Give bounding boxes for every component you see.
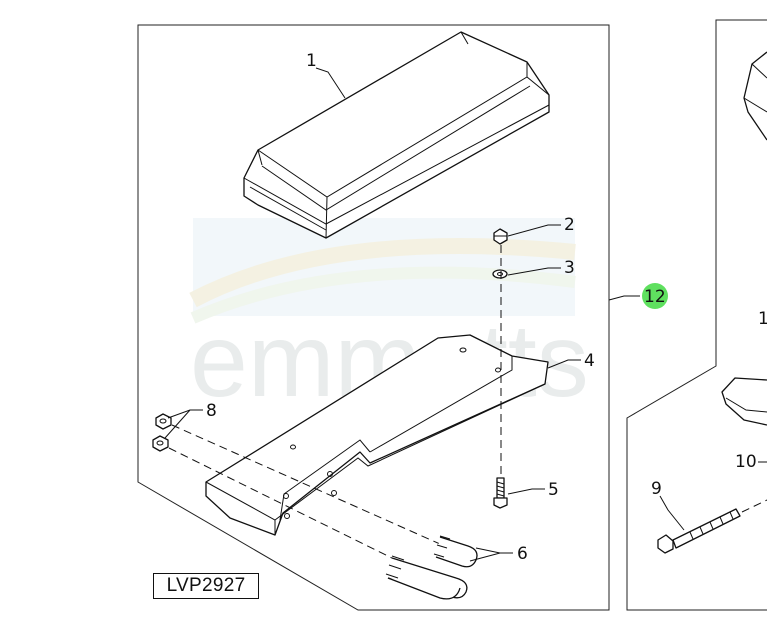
long-bolt bbox=[657, 508, 741, 554]
adjacent-bracket-partial bbox=[721, 377, 767, 426]
callout-3: 3 bbox=[564, 258, 575, 278]
watermark-logo bbox=[189, 218, 576, 324]
centerline-nut-lower bbox=[168, 447, 397, 561]
callout-8: 8 bbox=[206, 401, 217, 421]
flange-nuts bbox=[152, 413, 172, 452]
hex-nut bbox=[493, 228, 508, 245]
mounting-bracket bbox=[205, 334, 549, 536]
callout-5: 5 bbox=[548, 480, 559, 500]
adjacent-box-partial bbox=[743, 51, 767, 141]
washer bbox=[492, 269, 508, 279]
bolt bbox=[493, 477, 508, 509]
callout-12-highlight bbox=[642, 283, 668, 309]
callout-4: 4 bbox=[584, 351, 595, 371]
callout-10: 10 bbox=[735, 452, 757, 472]
centerline-long-bolt bbox=[741, 499, 767, 513]
callout-12[interactable]: 12 bbox=[644, 287, 666, 307]
leader-9 bbox=[659, 495, 685, 531]
callout-6: 6 bbox=[517, 544, 528, 564]
adjacent-panel-frame bbox=[626, 19, 767, 611]
u-bolts bbox=[385, 535, 478, 600]
leader-lines bbox=[164, 67, 640, 562]
callout-1-partial: 1 bbox=[758, 309, 767, 329]
figure-reference-code: LVP2927 bbox=[153, 573, 259, 599]
figure-reference-label: LVP2927 bbox=[166, 575, 246, 596]
centerline-nut-upper bbox=[171, 424, 441, 545]
callout-1: 1 bbox=[306, 51, 317, 71]
callout-2: 2 bbox=[564, 215, 575, 235]
callout-9: 9 bbox=[651, 479, 662, 499]
storage-box bbox=[243, 31, 550, 239]
